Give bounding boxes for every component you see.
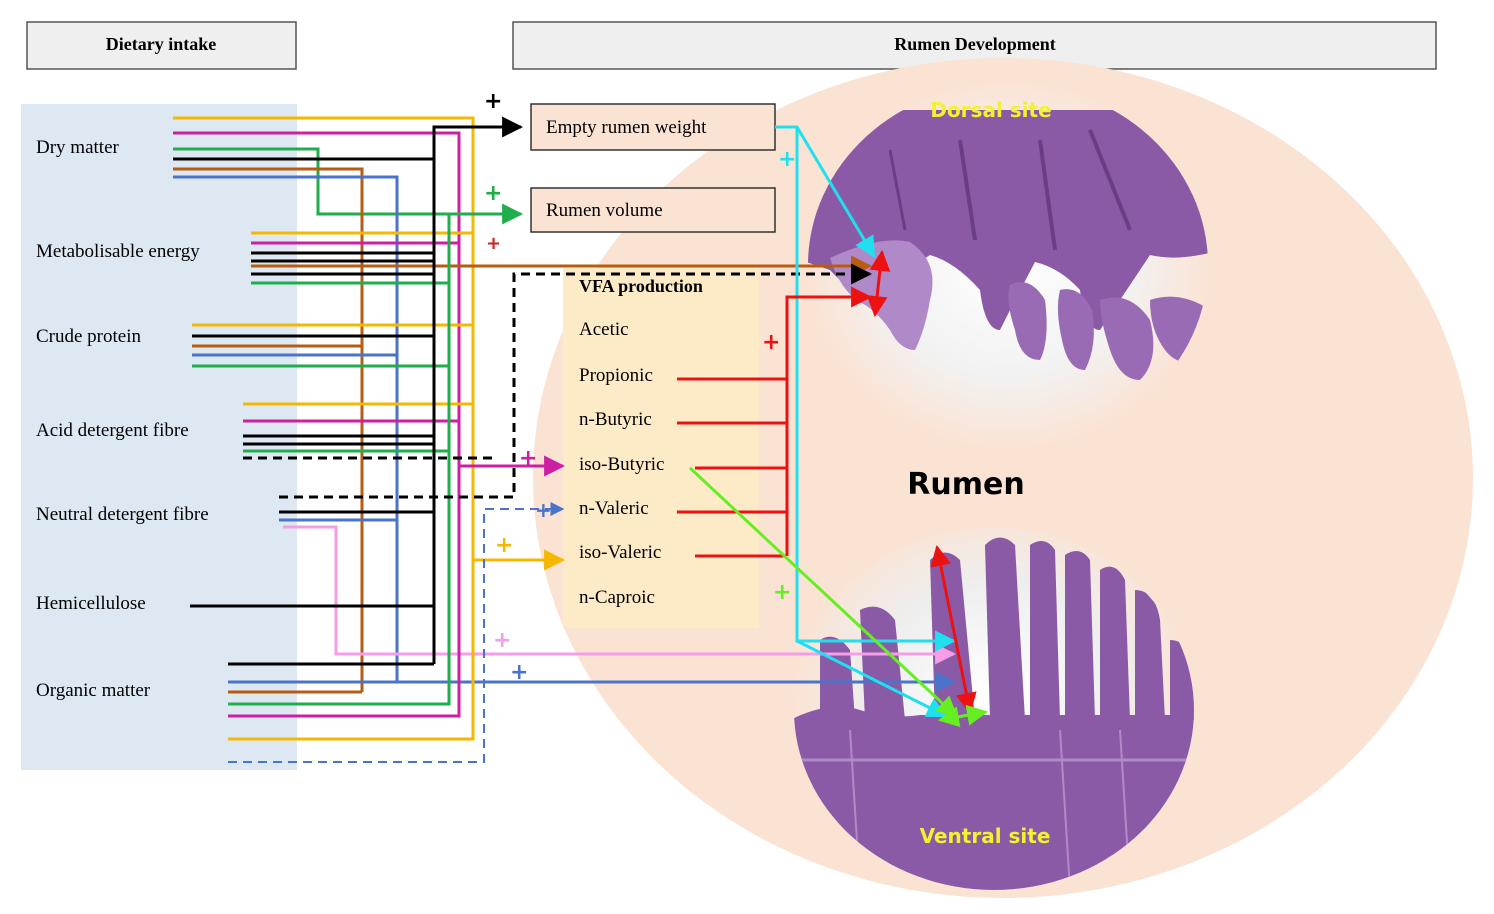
dorsal-site-image: Dorsal site	[806, 81, 1210, 449]
diet-label-organic-matter: Organic matter	[36, 680, 151, 701]
ventral-site-label: Ventral site	[920, 824, 1051, 848]
plus-sign-lime: +	[773, 580, 791, 605]
plus-sign-brown-red: +	[486, 233, 501, 254]
diet-label-crude-protein: Crude protein	[36, 326, 142, 347]
dietary-intake-header-box	[26, 21, 297, 70]
diet-label-metabolisable-energy: Metabolisable energy	[36, 241, 200, 262]
vfa-items: Acetic Propionic n-Butyric iso-Butyric n…	[579, 319, 665, 608]
dorsal-site-label: Dorsal site	[930, 98, 1051, 122]
vfa-title: VFA production	[579, 276, 703, 296]
diet-label-acid-detergent-fibre: Acid detergent fibre	[36, 420, 189, 441]
diet-label-dry-matter: Dry matter	[36, 137, 120, 158]
vfa-box	[563, 268, 759, 628]
empty-rumen-weight-box	[530, 103, 776, 151]
diet-labels: Dry matter Metabolisable energy Crude pr…	[36, 137, 209, 701]
empty-rumen-weight-label: Empty rumen weight	[546, 117, 707, 138]
plus-sign-orange: +	[495, 533, 513, 558]
plus-sign-red: +	[762, 330, 780, 355]
rumen-volume-label: Rumen volume	[546, 200, 663, 221]
plus-sign-blue: +	[510, 660, 528, 685]
diet-label-hemicellulose: Hemicellulose	[36, 593, 146, 614]
vfa-item-iso-valeric: iso-Valeric	[579, 542, 661, 563]
plus-sign-green: +	[484, 181, 502, 206]
vfa-item-iso-butyric: iso-Butyric	[579, 454, 665, 475]
rumen-development-header: Rumen Development	[894, 34, 1055, 54]
rumen-label: Rumen	[907, 467, 1024, 502]
vfa-item-n-valeric: n-Valeric	[579, 498, 649, 519]
rumen-background	[533, 58, 1473, 898]
plus-sign-black: +	[484, 89, 502, 114]
diet-label-neutral-detergent-fibre: Neutral detergent fibre	[36, 504, 209, 525]
plus-sign-pink: +	[493, 628, 511, 653]
plus-sign-magenta: +	[519, 446, 537, 471]
vfa-item-propionic: Propionic	[579, 365, 653, 386]
plus-sign-cyan: +	[778, 147, 796, 172]
rumen-volume-box	[530, 187, 776, 233]
dietary-intake-header: Dietary intake	[106, 34, 216, 54]
vfa-item-n-butyric: n-Butyric	[579, 409, 652, 430]
vfa-item-n-caproic: n-Caproic	[579, 587, 655, 608]
connector-lines	[173, 116, 989, 763]
plus-sign-blue-dashed: +	[535, 498, 552, 522]
plus-signs: + + + + + + + + + + +	[484, 89, 796, 685]
vfa-item-acetic: Acetic	[579, 319, 629, 340]
